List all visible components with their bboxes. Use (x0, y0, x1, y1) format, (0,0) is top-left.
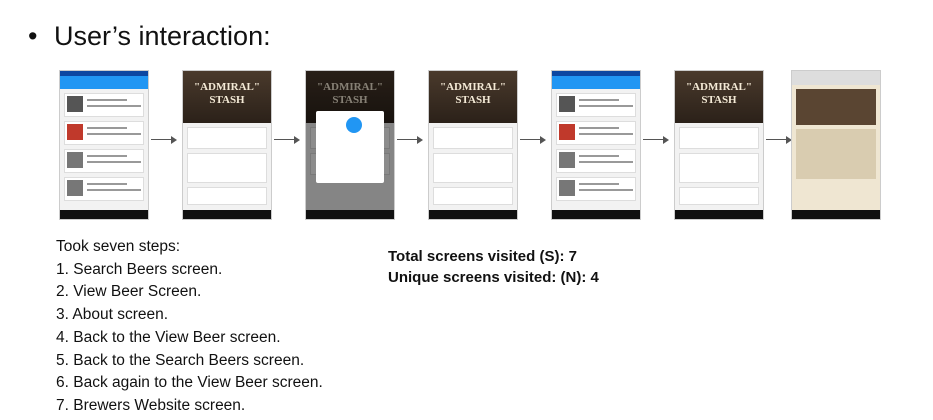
beer-hero-banner: "ADMIRAL" STASH (183, 71, 271, 123)
screenshot-view-beer-1: "ADMIRAL" STASH (182, 70, 272, 220)
app-bar (60, 76, 148, 89)
step-item: 4. Back to the View Beer screen. (56, 328, 281, 346)
screenshot-search-beers-1 (59, 70, 149, 220)
beer-stats (679, 187, 759, 205)
beer-hero-banner: "ADMIRAL" STASH (429, 71, 517, 123)
beer-card (433, 127, 513, 149)
steps-intro: Took seven steps: (56, 238, 181, 255)
list-item (556, 149, 636, 173)
list-item (64, 121, 144, 145)
step-item: 6. Back again to the View Beer screen. (56, 374, 323, 392)
arrow-icon (766, 135, 794, 145)
total-screens: Total screens visited (S): 7 (388, 248, 577, 265)
nav-bar (675, 210, 763, 219)
step-item: 3. About screen. (56, 306, 169, 324)
bullet-icon: • (28, 21, 38, 51)
screen-flow-strip: "ADMIRAL" STASH "ADMIRAL" STASH "ADMIRAL… (59, 70, 881, 220)
beer-thumbnail (559, 124, 575, 140)
beer-card (679, 127, 759, 149)
status-bar (552, 71, 640, 76)
app-logo-icon (346, 117, 362, 133)
website-page (792, 71, 880, 219)
unique-screens: Unique screens visited: (N): 4 (388, 269, 599, 286)
website-content (796, 129, 876, 179)
arrow-icon (520, 135, 548, 145)
screenshot-about: "ADMIRAL" STASH (305, 70, 395, 220)
beer-card (187, 127, 267, 149)
list-item (556, 177, 636, 201)
nav-bar (552, 210, 640, 219)
steps-list: Took seven steps: 1. Search Beers screen… (56, 236, 323, 418)
nav-bar (792, 210, 880, 219)
app-bar (552, 76, 640, 89)
arrow-icon (643, 135, 671, 145)
arrow-icon (397, 135, 425, 145)
nav-bar (60, 210, 148, 219)
nav-bar (429, 210, 517, 219)
browser-bar (792, 71, 880, 85)
list-item (64, 149, 144, 173)
list-item (556, 93, 636, 117)
beer-thumbnail (559, 180, 575, 196)
screenshot-view-beer-2: "ADMIRAL" STASH (428, 70, 518, 220)
beer-thumbnail (67, 180, 83, 196)
visit-summary: Total screens visited (S): 7 Unique scre… (388, 246, 599, 288)
arrow-icon (274, 135, 302, 145)
screenshot-view-beer-3: "ADMIRAL" STASH (674, 70, 764, 220)
beer-hero-banner: "ADMIRAL" STASH (675, 71, 763, 123)
beer-thumbnail (67, 124, 83, 140)
beer-thumbnail (559, 96, 575, 112)
beer-description (679, 153, 759, 183)
about-dialog (316, 111, 384, 183)
step-item: 1. Search Beers screen. (56, 260, 223, 278)
nav-bar (306, 210, 394, 219)
status-bar (60, 71, 148, 76)
beer-description (187, 153, 267, 183)
slide-title-text: User’s interaction: (54, 21, 271, 51)
beer-thumbnail (559, 152, 575, 168)
list-item (64, 177, 144, 201)
website-banner (796, 89, 876, 125)
list-item (64, 93, 144, 117)
screenshot-search-beers-2 (551, 70, 641, 220)
beer-thumbnail (67, 152, 83, 168)
list-item (556, 121, 636, 145)
beer-thumbnail (67, 96, 83, 112)
step-item: 5. Back to the Search Beers screen. (56, 351, 305, 369)
beer-stats (187, 187, 267, 205)
step-item: 7. Brewers Website screen. (56, 396, 246, 414)
screenshot-brewers-website (791, 70, 881, 220)
nav-bar (183, 210, 271, 219)
step-item: 2. View Beer Screen. (56, 283, 202, 301)
beer-stats (433, 187, 513, 205)
arrow-icon (151, 135, 179, 145)
beer-description (433, 153, 513, 183)
slide-title: • User’s interaction: (28, 20, 271, 52)
